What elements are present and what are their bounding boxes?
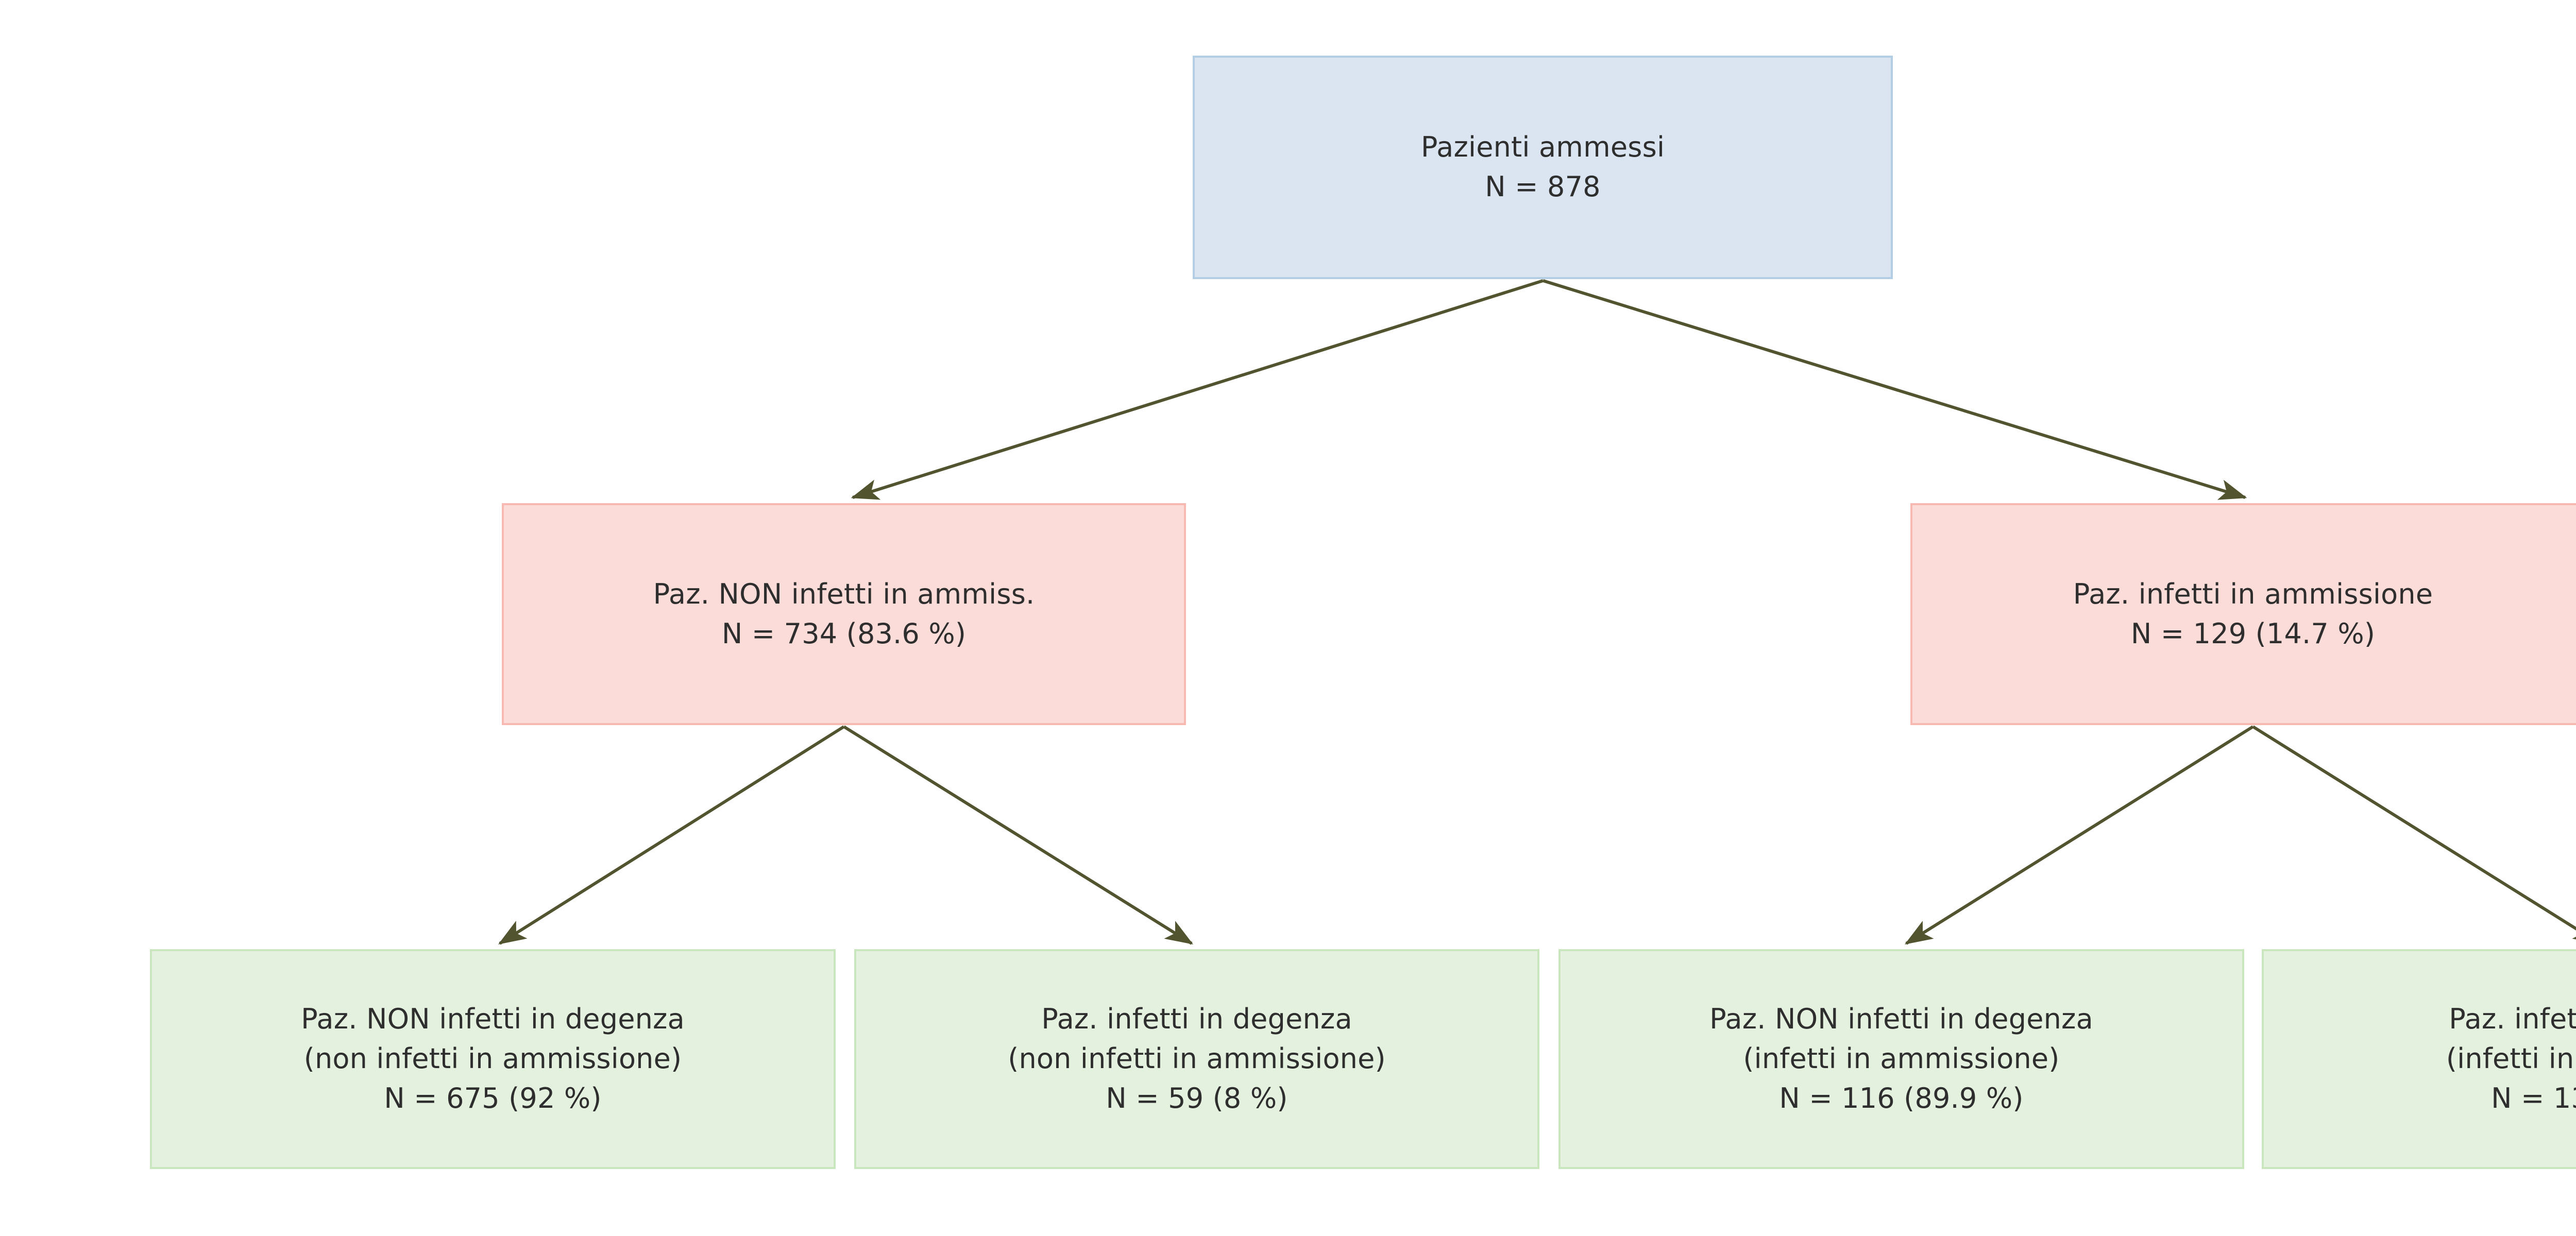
node-count: N = 59 (8 %) (1106, 1082, 1288, 1114)
node-paz-infetti-in-degenza-non-infetti-ammissione[interactable]: Paz. infetti in degenza (non infetti in … (854, 949, 1539, 1169)
edge-non-infetti-ammiss-to-green-1 (498, 725, 845, 945)
node-title: Paz. infetti in degenza (2449, 1003, 2576, 1036)
node-paz-infetti-in-degenza-infetti-ammissione[interactable]: Paz. infetti in degenza (infetti in ammi… (2262, 949, 2576, 1169)
node-title: Paz. infetti in degenza (1041, 1003, 1352, 1036)
node-subtitle: (non infetti in ammissione) (303, 1042, 682, 1075)
edge-non-infetti-ammiss-to-green-2 (843, 725, 1194, 945)
edge-infetti-ammiss-to-green-4 (2252, 725, 2576, 945)
node-title: Paz. infetti in ammissione (2073, 577, 2433, 610)
node-pazienti-ammessi[interactable]: Pazienti ammessi N = 878 (1193, 56, 1893, 279)
edge-root-to-infetti-ammiss (1543, 279, 2247, 500)
edge-root-to-non-infetti-ammiss (851, 279, 1544, 500)
node-subtitle: (infetti in ammissione) (1743, 1042, 2060, 1075)
node-count: N = 675 (92 %) (384, 1082, 602, 1114)
node-count: N = 878 (1485, 170, 1601, 203)
node-count: N = 116 (89.9 %) (1779, 1082, 2024, 1114)
node-count: N = 13 (10.1 %) (2491, 1082, 2576, 1114)
node-title: Paz. NON infetti in ammiss. (653, 577, 1035, 610)
node-paz-non-infetti-in-degenza-non-infetti-ammissione[interactable]: Paz. NON infetti in degenza (non infetti… (150, 949, 836, 1169)
node-paz-infetti-in-ammissione[interactable]: Paz. infetti in ammissione N = 129 (14.7… (1910, 503, 2576, 725)
node-title: Paz. NON infetti in degenza (301, 1003, 685, 1036)
edge-infetti-ammiss-to-green-3 (1904, 725, 2254, 945)
node-subtitle: (non infetti in ammissione) (1008, 1042, 1386, 1075)
node-count: N = 129 (14.7 %) (2130, 617, 2376, 650)
node-paz-non-infetti-in-ammissione[interactable]: Paz. NON infetti in ammiss. N = 734 (83.… (502, 503, 1186, 725)
node-subtitle: (infetti in ammissione) (2446, 1042, 2576, 1075)
node-count: N = 734 (83.6 %) (721, 617, 967, 650)
node-paz-non-infetti-in-degenza-infetti-ammissione[interactable]: Paz. NON infetti in degenza (infetti in … (1558, 949, 2244, 1169)
node-title: Paz. NON infetti in degenza (1709, 1003, 2093, 1036)
node-title: Pazienti ammessi (1420, 131, 1665, 164)
